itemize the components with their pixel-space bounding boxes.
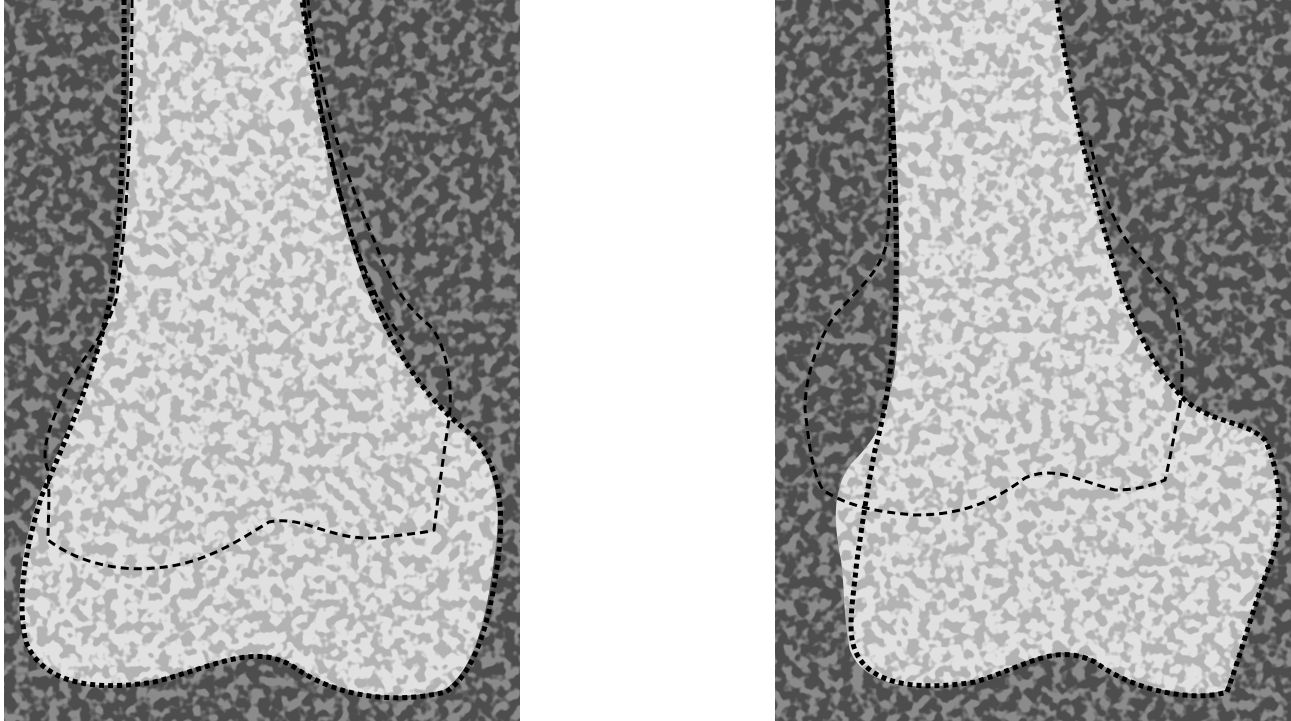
xray-panel-left — [4, 0, 520, 721]
xray-panel-right-svg — [775, 0, 1291, 721]
xray-panel-left-svg — [4, 0, 520, 721]
xray-panel-right — [775, 0, 1291, 721]
